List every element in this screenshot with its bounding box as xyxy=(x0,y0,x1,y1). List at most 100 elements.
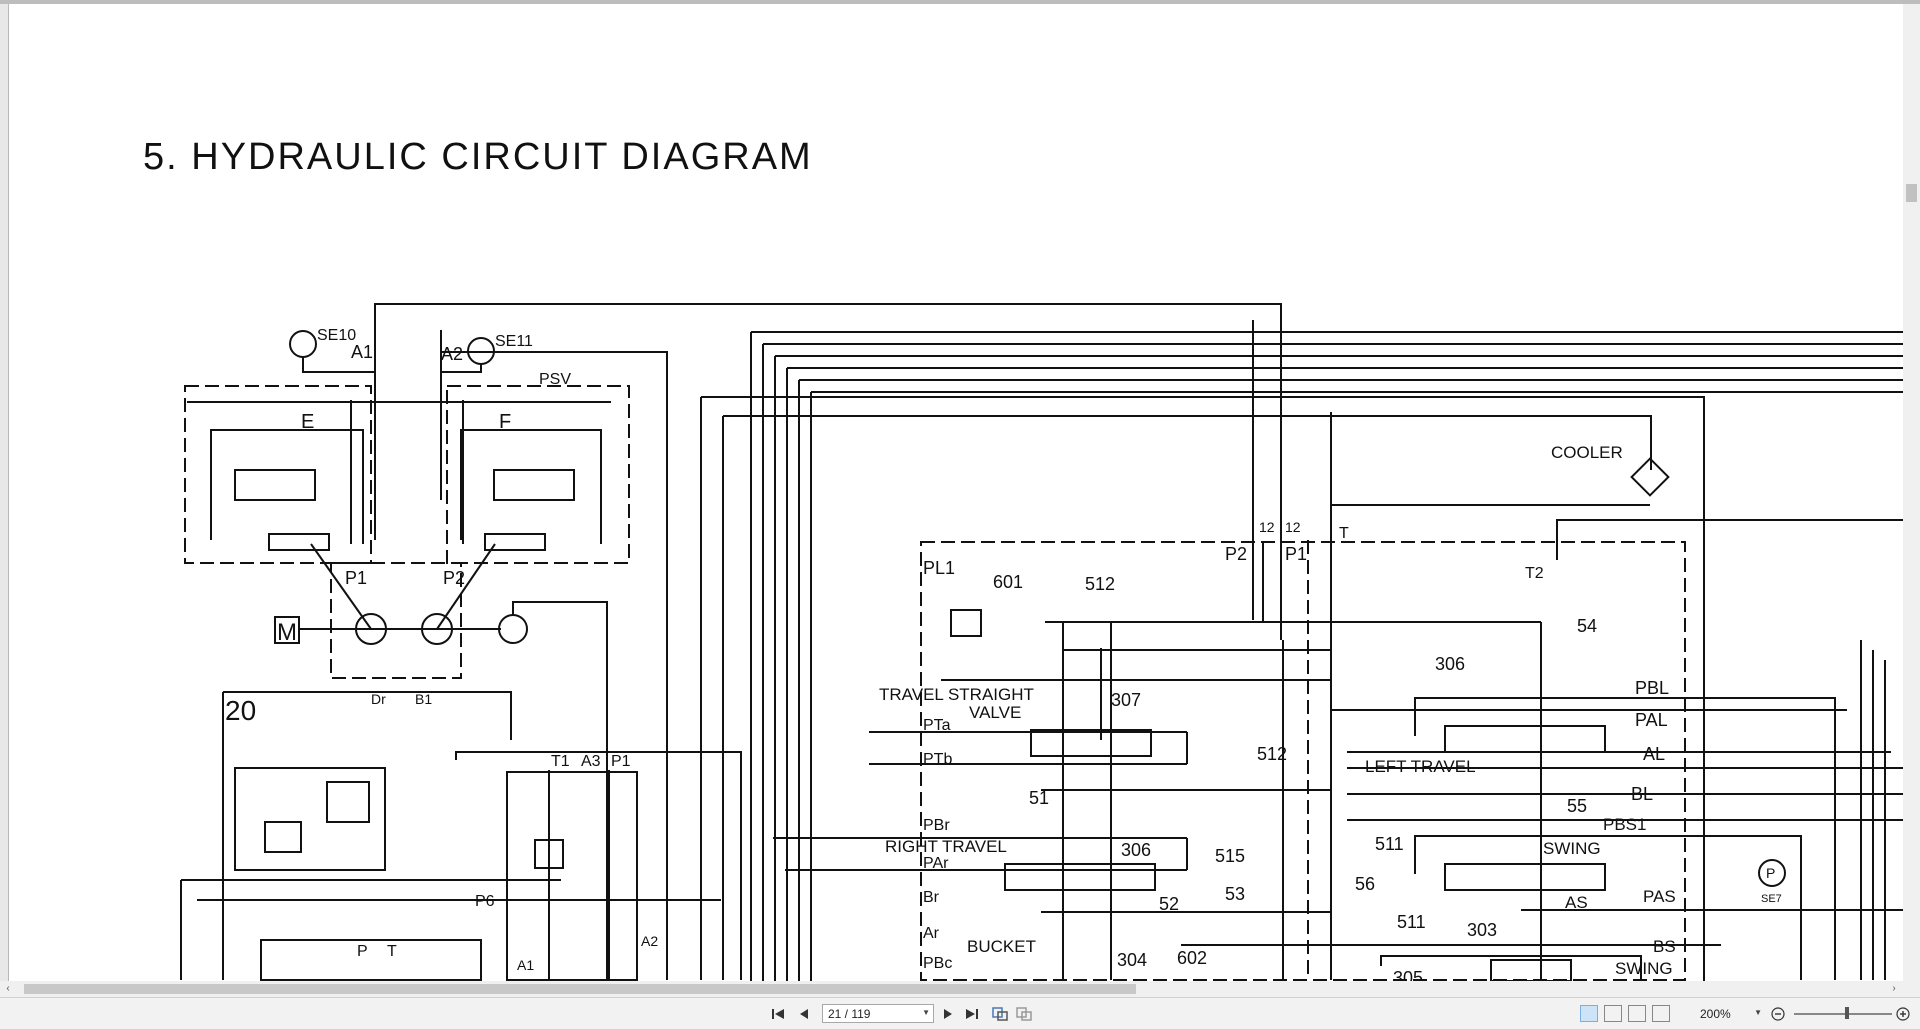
next-page-icon[interactable] xyxy=(938,1004,958,1024)
label-pbl: PBL xyxy=(1635,678,1669,698)
label-303: 303 xyxy=(1467,920,1497,940)
label-se11: SE11 xyxy=(495,333,533,350)
label-pl1: PL1 xyxy=(923,558,955,578)
last-page-icon[interactable] xyxy=(962,1004,982,1024)
label-pbc: PBc xyxy=(923,955,952,972)
page-number-input[interactable]: 21 / 119 ▼ xyxy=(822,1004,934,1023)
label-se7: SE7 xyxy=(1761,893,1782,905)
label-p1v: P1 xyxy=(1285,544,1307,564)
copy-page-icon[interactable] xyxy=(990,1004,1010,1024)
label-a1b: A1 xyxy=(517,957,534,973)
label-51: 51 xyxy=(1029,788,1049,808)
zoom-out-icon[interactable] xyxy=(1768,1004,1788,1024)
zoom-value: 200% xyxy=(1700,1007,1731,1021)
zoom-select[interactable]: 200% ▼ xyxy=(1690,1004,1764,1023)
label-pal: PAL xyxy=(1635,710,1668,730)
horizontal-scroll-thumb[interactable] xyxy=(24,984,1136,994)
label-travel-straight: TRAVEL STRAIGHT xyxy=(879,685,1034,704)
label-tv: T xyxy=(1339,525,1349,542)
label-t1: T1 xyxy=(551,753,570,770)
label-515: 515 xyxy=(1215,846,1245,866)
zoom-slider-knob[interactable] xyxy=(1845,1007,1849,1019)
paste-page-icon[interactable] xyxy=(1014,1004,1034,1024)
page-dropdown-icon[interactable]: ▼ xyxy=(922,1008,930,1017)
label-pbs1: PBS1 xyxy=(1603,815,1646,834)
two-page-continuous-view-icon[interactable] xyxy=(1652,1005,1670,1022)
first-page-icon[interactable] xyxy=(768,1004,788,1024)
label-f: F xyxy=(499,411,511,433)
label-512b: 512 xyxy=(1257,744,1287,764)
label-p6: P6 xyxy=(475,893,495,910)
label-ptb: PTb xyxy=(923,751,952,768)
label-as: AS xyxy=(1565,893,1588,912)
label-a2b: A2 xyxy=(641,933,658,949)
label-par: PAr xyxy=(923,855,949,872)
label-bucket: BUCKET xyxy=(967,937,1036,956)
label-53: 53 xyxy=(1225,884,1245,904)
label-motor: M xyxy=(277,619,297,646)
single-page-view-icon[interactable] xyxy=(1580,1005,1598,1022)
label-psv: PSV xyxy=(539,371,571,388)
label-left-travel: LEFT TRAVEL xyxy=(1365,757,1476,776)
label-a2: A2 xyxy=(441,344,463,364)
continuous-view-icon[interactable] xyxy=(1604,1005,1622,1022)
window-top-edge xyxy=(0,0,1920,4)
label-br: Br xyxy=(923,889,940,906)
label-cooler: COOLER xyxy=(1551,443,1623,462)
label-swing2: SWING xyxy=(1615,959,1673,978)
label-right-travel: RIGHT TRAVEL xyxy=(885,837,1007,856)
label-pbr: PBr xyxy=(923,817,950,834)
hydraulic-diagram: SE10 SE11 A1 A2 PSV E F P1 P2 M Dr B1 20… xyxy=(180,303,1904,981)
label-bl: BL xyxy=(1631,784,1653,804)
label-twenty: 20 xyxy=(225,695,256,726)
scrollbar-corner xyxy=(1903,981,1920,997)
vertical-scroll-thumb[interactable] xyxy=(1906,184,1917,202)
label-p2v: P2 xyxy=(1225,544,1247,564)
label-304: 304 xyxy=(1117,950,1147,970)
label-602: 602 xyxy=(1177,948,1207,968)
label-12a: 12 xyxy=(1259,519,1275,535)
vertical-scrollbar[interactable] xyxy=(1903,4,1920,981)
label-e: E xyxy=(301,411,314,433)
label-t: T xyxy=(387,943,397,960)
bottom-toolbar: 21 / 119 ▼ 200% ▼ xyxy=(0,997,1920,1029)
label-305: 305 xyxy=(1393,968,1423,981)
label-a1: A1 xyxy=(351,342,373,362)
scroll-left-arrow-icon[interactable]: ‹ xyxy=(6,983,10,994)
label-54: 54 xyxy=(1577,616,1597,636)
page-number-value: 21 / 119 xyxy=(828,1007,871,1021)
label-pas: PAS xyxy=(1643,887,1676,906)
label-ar: Ar xyxy=(923,925,940,942)
label-306a: 306 xyxy=(1435,654,1465,674)
label-bs: BS xyxy=(1653,937,1676,956)
label-p1-pump: P1 xyxy=(345,568,367,588)
scroll-right-arrow-icon[interactable]: › xyxy=(1892,983,1896,994)
label-p1b: P1 xyxy=(611,753,631,770)
label-307: 307 xyxy=(1111,690,1141,710)
zoom-slider-track[interactable] xyxy=(1794,1013,1892,1015)
label-valve: VALVE xyxy=(969,703,1021,722)
page-title: 5. HYDRAULIC CIRCUIT DIAGRAM xyxy=(143,136,813,178)
label-601: 601 xyxy=(993,572,1023,592)
label-56: 56 xyxy=(1355,874,1375,894)
label-306b: 306 xyxy=(1121,840,1151,860)
zoom-dropdown-icon[interactable]: ▼ xyxy=(1754,1008,1762,1017)
label-se10: SE10 xyxy=(317,327,356,344)
horizontal-scrollbar[interactable]: ‹ › xyxy=(0,981,1903,997)
label-511b: 511 xyxy=(1397,912,1426,932)
label-b1: B1 xyxy=(415,691,432,707)
label-p2-pump: P2 xyxy=(443,568,465,588)
two-page-view-icon[interactable] xyxy=(1628,1005,1646,1022)
label-t2: T2 xyxy=(1525,565,1544,582)
label-52: 52 xyxy=(1159,894,1179,914)
label-12b: 12 xyxy=(1285,519,1301,535)
label-p: P xyxy=(357,943,368,960)
label-dr: Dr xyxy=(371,691,386,707)
label-al: AL xyxy=(1643,744,1665,764)
prev-page-icon[interactable] xyxy=(794,1004,814,1024)
zoom-in-icon[interactable] xyxy=(1893,1004,1913,1024)
label-swing: SWING xyxy=(1543,839,1601,858)
label-511a: 511 xyxy=(1375,834,1404,854)
label-gauge-p: P xyxy=(1766,865,1775,881)
label-55: 55 xyxy=(1567,796,1587,816)
